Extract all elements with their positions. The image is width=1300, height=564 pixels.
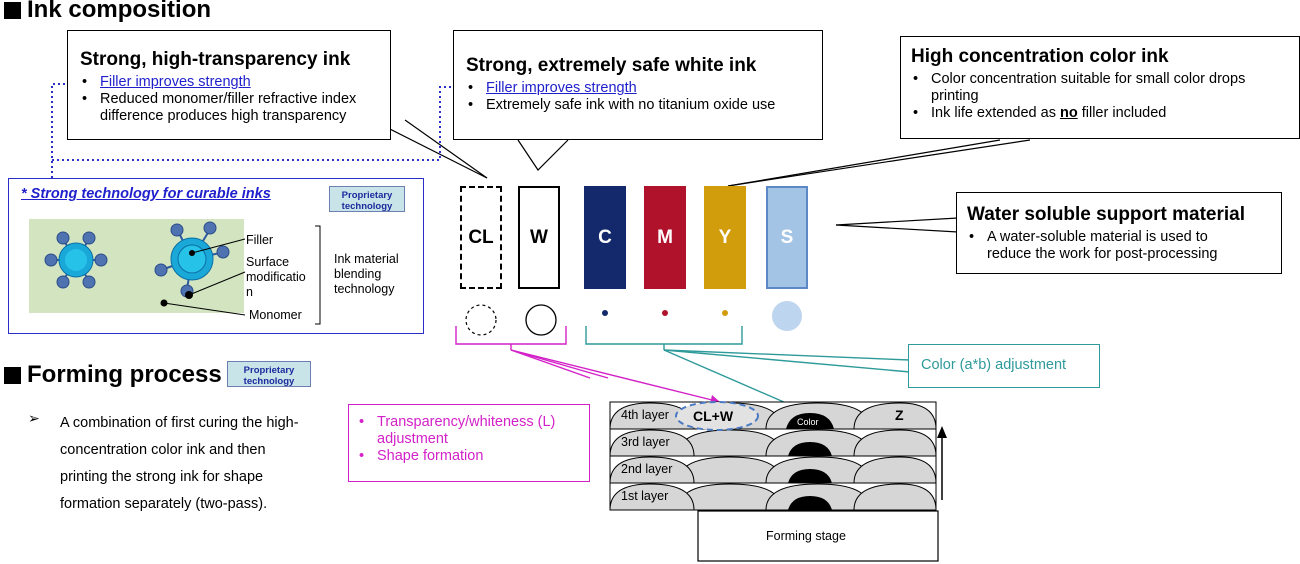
label-surface-modification: Surface modificatio n xyxy=(246,255,306,299)
forming-arrow-bullet-icon: ➢ xyxy=(28,410,40,426)
z-axis-label: Z xyxy=(895,407,904,423)
magenta-arrow-line xyxy=(510,349,713,401)
forming-process-heading: Forming process xyxy=(4,361,222,389)
teal-bracket xyxy=(585,326,743,350)
ink-bar-w: W xyxy=(518,186,560,289)
label-filler: Filler xyxy=(246,233,274,247)
ink-bar-c: C xyxy=(584,186,626,289)
filler-particle-illustration xyxy=(44,221,321,325)
forming-stage-label: Forming stage xyxy=(766,529,846,543)
label-monomer: Monomer xyxy=(249,308,302,322)
dotted-connector-cl xyxy=(51,83,74,178)
ink-composition-heading-text: Ink composition xyxy=(27,0,212,23)
w-drop xyxy=(525,304,557,336)
layer-3-label: 3rd layer xyxy=(621,435,670,449)
callout-title: Water soluble support material xyxy=(967,204,1246,225)
m-drop xyxy=(662,310,668,316)
cl-drop xyxy=(465,304,497,336)
forming-process-heading-text: Forming process xyxy=(27,361,222,388)
callout-white-ink: Strong, extremely safe white ink Filler … xyxy=(453,30,823,140)
callout-title: High concentration color ink xyxy=(911,46,1169,67)
color-callout-pointer xyxy=(727,139,1001,187)
clw-label: CL+W xyxy=(693,408,734,424)
forming-description: A combination of first curing the high- … xyxy=(60,415,299,512)
color-adjustment-callout: Color (a*b) adjustment xyxy=(908,344,1100,388)
callout-title: Strong, high-transparency ink xyxy=(80,49,351,70)
proprietary-badge-forming: Proprietary technology xyxy=(227,361,311,387)
y-drop xyxy=(722,310,728,316)
ink-bar-cl: CL xyxy=(460,186,502,289)
magenta-bracket xyxy=(455,326,567,350)
transparency-callout: Transparency/whiteness (L)adjustment Sha… xyxy=(348,404,590,482)
heading-square-icon xyxy=(4,1,21,19)
tech-box-title: * Strong technology for curable inks xyxy=(21,186,271,202)
label-blending-technology: Ink material blending technology xyxy=(334,252,399,296)
callout-high-transparency-ink: Strong, high-transparency ink Filler imp… xyxy=(67,30,391,140)
callout-title: Strong, extremely safe white ink xyxy=(466,55,757,76)
callout-color-ink: High concentration color ink Color conce… xyxy=(900,36,1300,139)
forming-diagram xyxy=(609,401,947,562)
ink-composition-heading: Ink composition xyxy=(4,0,211,24)
w-callout-pointer xyxy=(517,139,569,171)
s-drop xyxy=(772,301,802,331)
filler-strength-link[interactable]: Filler improves strength xyxy=(486,80,637,96)
c-drop xyxy=(602,310,608,316)
filler-strength-link[interactable]: Filler improves strength xyxy=(100,74,251,90)
cl-callout-pointer xyxy=(371,119,488,179)
callout-support-material: Water soluble support material A water-s… xyxy=(956,192,1282,274)
layer-4-label: 4th layer xyxy=(621,408,669,422)
layer-2-label: 2nd layer xyxy=(621,462,673,476)
support-callout-pointer xyxy=(835,217,959,226)
ink-bar-y: Y xyxy=(704,186,746,289)
tech-box: * Strong technology for curable inks Pro… xyxy=(8,178,424,334)
teal-arrow-line xyxy=(663,349,794,407)
ink-bar-s: S xyxy=(766,186,808,289)
color-core-label: Color xyxy=(797,417,819,427)
ink-bar-m: M xyxy=(644,186,686,289)
layer-1-label: 1st layer xyxy=(621,489,669,503)
proprietary-badge: Proprietary technology xyxy=(329,186,405,212)
heading-square-icon xyxy=(4,366,21,384)
